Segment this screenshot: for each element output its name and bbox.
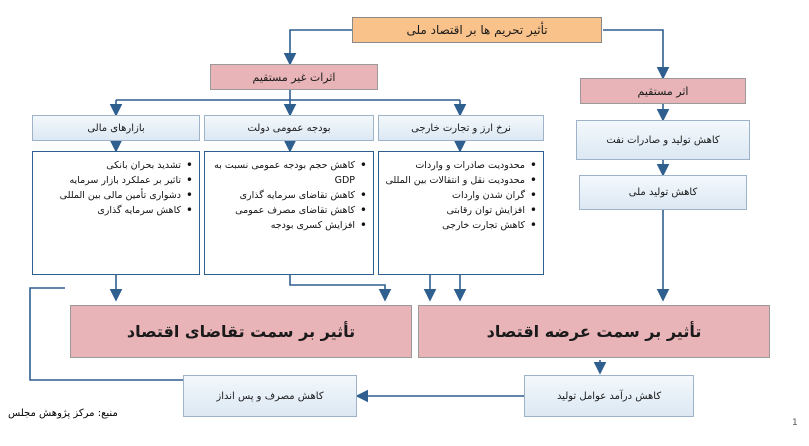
- direct-effect-box: اثر مستقیم: [580, 78, 746, 104]
- trade-effects-list: محدودیت صادرات و واردات محدودیت نقل و ان…: [378, 151, 544, 275]
- title-box: تأثیر تحریم ها بر اقتصاد ملی: [352, 17, 602, 43]
- demand-side-label: تأثیر بر سمت تقاضای اقتصاد: [126, 322, 356, 341]
- consumption-savings-box: کاهش مصرف و پس انداز: [183, 375, 357, 417]
- oil-production-label: کاهش تولید و صادرات نفت: [606, 134, 720, 146]
- oil-production-box: کاهش تولید و صادرات نفت: [576, 120, 750, 160]
- list-item: کاهش تجارت خارجی: [385, 218, 537, 233]
- title-text: تأثیر تحریم ها بر اقتصاد ملی: [406, 23, 548, 37]
- list-item: کاهش سرمایه گذاری: [39, 203, 193, 218]
- list-item: محدودیت نقل و انتقالات بین المللی: [385, 173, 537, 188]
- page-number: 1: [792, 418, 798, 428]
- list-item: گران شدن واردات: [385, 188, 537, 203]
- list-item: کاهش تقاضای سرمایه گذاری: [211, 188, 367, 203]
- source-note: منبع: مرکز پژوهش مجلس: [8, 408, 118, 419]
- financial-markets-label: بازارهای مالی: [87, 122, 145, 134]
- direct-effect-label: اثر مستقیم: [637, 84, 689, 98]
- list-item: افزایش کسری بودجه: [211, 218, 367, 233]
- supply-side-label: تأثیر بر سمت عرضه اقتصاد: [486, 322, 702, 341]
- list-item: تشدید بحران بانکی: [39, 158, 193, 173]
- indirect-effects-box: اثرات غیر مستقیم: [210, 64, 378, 90]
- factor-income-box: کاهش درآمد عوامل تولید: [524, 375, 694, 417]
- exchange-trade-label: نرخ ارز و تجارت خارجی: [411, 122, 511, 134]
- list-item: محدودیت صادرات و واردات: [385, 158, 537, 173]
- factor-income-label: کاهش درآمد عوامل تولید: [556, 390, 662, 402]
- financial-effects-list: تشدید بحران بانکی تاثیر بر عملکرد بازار …: [32, 151, 200, 275]
- list-item: تاثیر بر عملکرد بازار سرمایه: [39, 173, 193, 188]
- exchange-trade-box: نرخ ارز و تجارت خارجی: [378, 115, 544, 141]
- demand-side-box: تأثیر بر سمت تقاضای اقتصاد: [70, 305, 412, 358]
- national-production-box: کاهش تولید ملی: [579, 175, 747, 210]
- supply-side-box: تأثیر بر سمت عرضه اقتصاد: [418, 305, 770, 358]
- national-production-label: کاهش تولید ملی: [628, 187, 698, 198]
- financial-markets-box: بازارهای مالی: [32, 115, 200, 141]
- list-item: دشواری تأمین مالی بین المللی: [39, 188, 193, 203]
- list-item: کاهش تقاضای مصرف عمومی: [211, 203, 367, 218]
- list-item: کاهش حجم بودجه عمومی نسبت به GDP: [211, 158, 367, 188]
- list-item: افزایش توان رقابتی: [385, 203, 537, 218]
- public-budget-box: بودجه عمومی دولت: [204, 115, 374, 141]
- indirect-effects-label: اثرات غیر مستقیم: [252, 70, 336, 84]
- budget-effects-list: کاهش حجم بودجه عمومی نسبت به GDP کاهش تق…: [204, 151, 374, 275]
- consumption-savings-label: کاهش مصرف و پس انداز: [216, 390, 324, 402]
- public-budget-label: بودجه عمومی دولت: [247, 122, 331, 134]
